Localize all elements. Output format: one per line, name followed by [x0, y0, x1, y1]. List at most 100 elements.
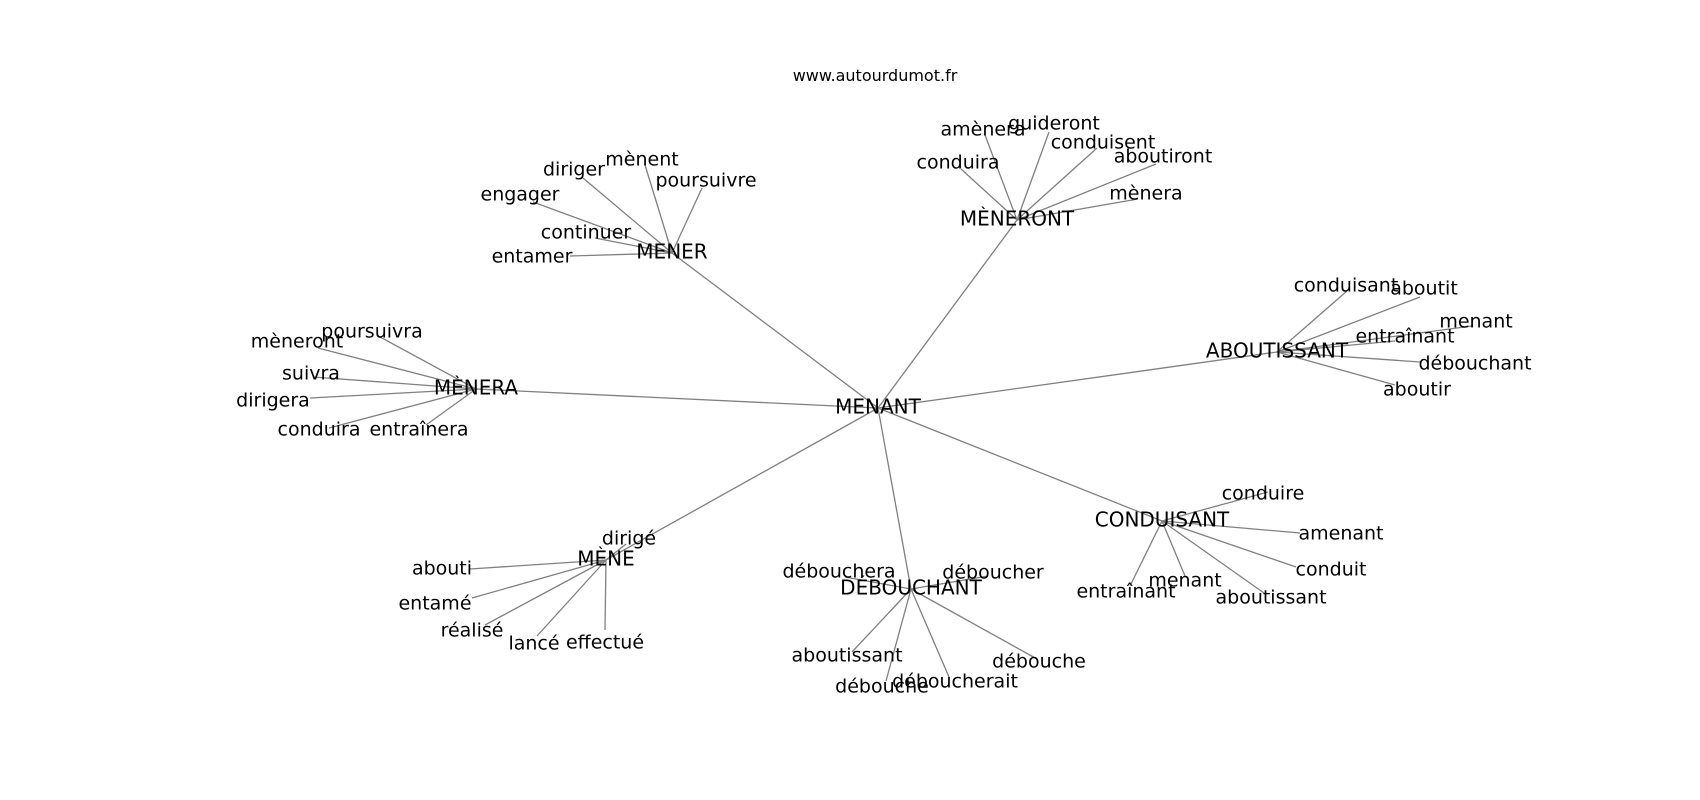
- edge-debouchant-leaf: [910, 588, 950, 678]
- edge-debouchant-leaf: [910, 588, 1038, 660]
- leaf-node-label: mènent: [605, 149, 678, 171]
- edge-debouchant-leaf: [851, 588, 912, 653]
- center-node: MENANT: [835, 395, 921, 419]
- leaf-node-label: déboucherait: [892, 671, 1018, 693]
- edge-aboutissant-leaf: [1276, 340, 1396, 353]
- edge-mene-leaf: [605, 543, 627, 561]
- hub-node-meneront: MÈNERONT: [960, 207, 1075, 231]
- leaf-node-label: dirigé: [602, 528, 656, 550]
- leaf-node-label: poursuivre: [655, 170, 756, 192]
- leaf-node-label: suivra: [282, 363, 340, 385]
- edge-menera-leaf: [312, 376, 477, 390]
- edge-conduisant-leaf: [1161, 520, 1297, 568]
- leaf-node-label: débouchant: [1418, 353, 1531, 375]
- leaf-node-label: lancé: [508, 633, 559, 655]
- leaf-node-label: aboutissant: [1215, 587, 1326, 609]
- leaf-node-label: conduit: [1296, 559, 1367, 581]
- edge-mener-leaf: [594, 237, 673, 254]
- edge-menera-leaf: [317, 347, 477, 390]
- hub-node-debouchant: DÉBOUCHANT: [840, 576, 982, 600]
- edge-aboutissant-leaf: [1276, 351, 1396, 386]
- hub-node-aboutissant: ABOUTISSANT: [1206, 339, 1349, 363]
- edge-aboutissant-leaf: [1276, 296, 1421, 353]
- leaf-node-label: guideront: [1008, 113, 1100, 135]
- leaf-node-label: aboutir: [1383, 379, 1451, 401]
- leaf-node-label: poursuivra: [321, 321, 422, 343]
- leaf-node-label: entamer: [492, 246, 573, 268]
- leaf-node-label: réalisé: [441, 620, 504, 642]
- leaf-node-label: conduira: [278, 419, 361, 441]
- edge-aboutissant-leaf: [1276, 290, 1348, 353]
- leaf-node-label: conduira: [917, 152, 1000, 174]
- leaf-node-label: mèneront: [251, 331, 343, 353]
- edge-mener-leaf: [569, 252, 673, 257]
- leaf-node-label: amènera: [940, 119, 1025, 141]
- edge-mene-leaf: [484, 559, 607, 626]
- hub-node-conduisant: CONDUISANT: [1095, 508, 1230, 532]
- watermark: www.autourdumot.fr: [792, 66, 958, 85]
- leaf-node-label: aboutit: [1390, 278, 1458, 300]
- edge-center-meneront: [877, 219, 1018, 409]
- leaf-node-label: mènera: [1109, 183, 1182, 205]
- leaf-node-label: entraînant: [1076, 581, 1175, 603]
- leaf-node-label: dirigera: [236, 390, 310, 412]
- leaf-node-label: débouchera: [782, 561, 895, 583]
- edge-aboutissant-leaf: [1276, 351, 1421, 363]
- leaf-node-label: engager: [481, 184, 560, 206]
- leaf-node-label: entamé: [398, 593, 471, 615]
- edge-meneront-leaf: [984, 134, 1018, 221]
- leaf-node-label: effectué: [566, 632, 644, 654]
- edge-mener-leaf: [582, 177, 673, 254]
- edge-menera-leaf: [328, 388, 477, 429]
- edge-mener-leaf: [671, 187, 703, 254]
- edge-center-mene: [605, 407, 879, 561]
- edge-mene-leaf: [604, 559, 607, 631]
- edge-center-debouchant: [877, 407, 912, 590]
- edge-conduisant-leaf: [1161, 520, 1265, 594]
- leaf-node-label: menant: [1148, 570, 1221, 592]
- edge-center-conduisant: [877, 407, 1163, 522]
- edge-center-mener: [671, 252, 879, 409]
- edge-mene-leaf: [536, 559, 607, 637]
- edge-meneront-leaf: [1016, 131, 1050, 221]
- leaf-node-label: aboutissant: [791, 645, 902, 667]
- leaf-node-label: entraînera: [369, 419, 468, 441]
- edge-conduisant-leaf: [1161, 491, 1269, 522]
- leaf-node-label: continuer: [541, 222, 632, 244]
- leaf-node-label: déboucher: [942, 562, 1044, 584]
- edge-debouchant-leaf: [885, 588, 912, 682]
- leaf-node-label: aboutiront: [1114, 146, 1213, 168]
- leaf-node-label: conduisant: [1294, 275, 1399, 297]
- edge-mene-leaf: [469, 559, 607, 570]
- edge-mene-leaf: [471, 559, 607, 599]
- edge-center-menera: [475, 388, 879, 409]
- edge-mener-leaf: [532, 201, 673, 254]
- hub-node-mene: MÈNE: [577, 547, 635, 571]
- edge-meneront-leaf: [1016, 163, 1157, 221]
- leaf-node-label: débouche: [835, 676, 929, 698]
- leaf-node-label: conduire: [1222, 483, 1305, 505]
- edge-conduisant-leaf: [1129, 520, 1163, 587]
- leaf-node-label: conduisent: [1051, 132, 1156, 154]
- edge-menera-leaf: [425, 388, 477, 426]
- leaf-node-label: menant: [1439, 311, 1512, 333]
- edge-aboutissant-leaf: [1276, 325, 1473, 353]
- leaf-node-label: abouti: [412, 558, 472, 580]
- edge-meneront-leaf: [960, 168, 1018, 221]
- leaf-node-label: entraînant: [1355, 326, 1454, 348]
- edge-meneront-leaf: [1016, 147, 1098, 221]
- edge-debouchant-leaf: [910, 575, 989, 590]
- edge-menera-leaf: [309, 388, 477, 399]
- edge-debouchant-leaf: [844, 576, 912, 590]
- edge-conduisant-leaf: [1161, 520, 1186, 577]
- leaf-node-label: débouche: [992, 651, 1086, 673]
- edge-meneront-leaf: [1016, 198, 1139, 221]
- edge-menera-leaf: [379, 336, 477, 390]
- hub-node-mener: MENER: [636, 240, 707, 264]
- hub-node-menera: MÈNERA: [434, 376, 519, 400]
- edge-center-aboutissant: [877, 351, 1278, 409]
- leaf-node-label: diriger: [543, 159, 605, 181]
- edge-conduisant-leaf: [1161, 520, 1301, 534]
